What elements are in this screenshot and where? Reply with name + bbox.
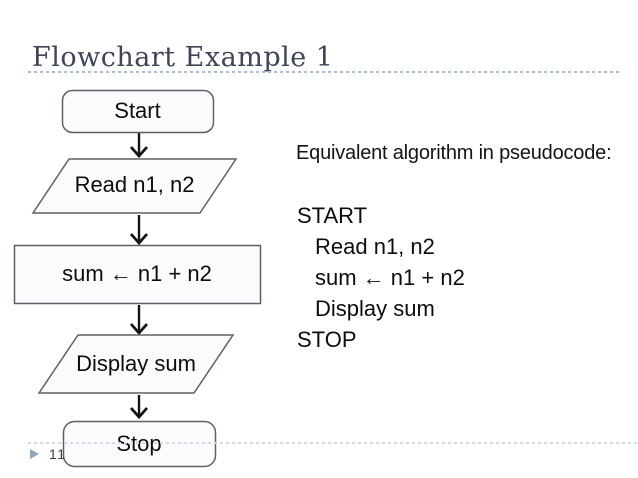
- node-read-shape: [31, 158, 238, 214]
- down-arrow-icon: [129, 146, 149, 159]
- node-stop-shape: [62, 420, 217, 468]
- down-arrow-icon: [129, 233, 149, 246]
- node-start-shape: [61, 89, 215, 134]
- title-divider: [28, 71, 620, 73]
- pseudocode-line: Read n1, n2: [315, 234, 435, 259]
- footer-divider: [28, 442, 638, 444]
- down-arrow-icon: [129, 323, 149, 336]
- flow-arrows: [129, 133, 149, 420]
- pseudocode-line: START: [297, 203, 368, 228]
- slide-number: 11: [49, 446, 67, 462]
- pseudocode-line: sum ← n1 + n2: [315, 265, 465, 290]
- flow-shapes: [13, 89, 262, 468]
- node-label-stop: Stop: [116, 431, 162, 456]
- node-display-shape: [37, 334, 235, 394]
- page-title: Flowchart Example 1: [32, 42, 334, 73]
- pseudocode-heading: Equivalent algorithm in pseudocode:: [296, 142, 612, 164]
- node-label-process: sum ← n1 + n2: [62, 261, 212, 286]
- node-label-start: Start: [114, 98, 161, 123]
- down-arrow-icon: [129, 407, 149, 420]
- pseudocode-line: STOP: [297, 327, 357, 352]
- pseudocode-line: Display sum: [315, 296, 435, 321]
- right-triangle-icon: [30, 449, 39, 459]
- node-label-display: Display sum: [76, 351, 196, 376]
- pseudocode-block: START Read n1, n2 sum ← n1 + n2 Display …: [297, 200, 465, 355]
- node-label-read: Read n1, n2: [74, 172, 195, 197]
- node-process-shape: [13, 244, 262, 305]
